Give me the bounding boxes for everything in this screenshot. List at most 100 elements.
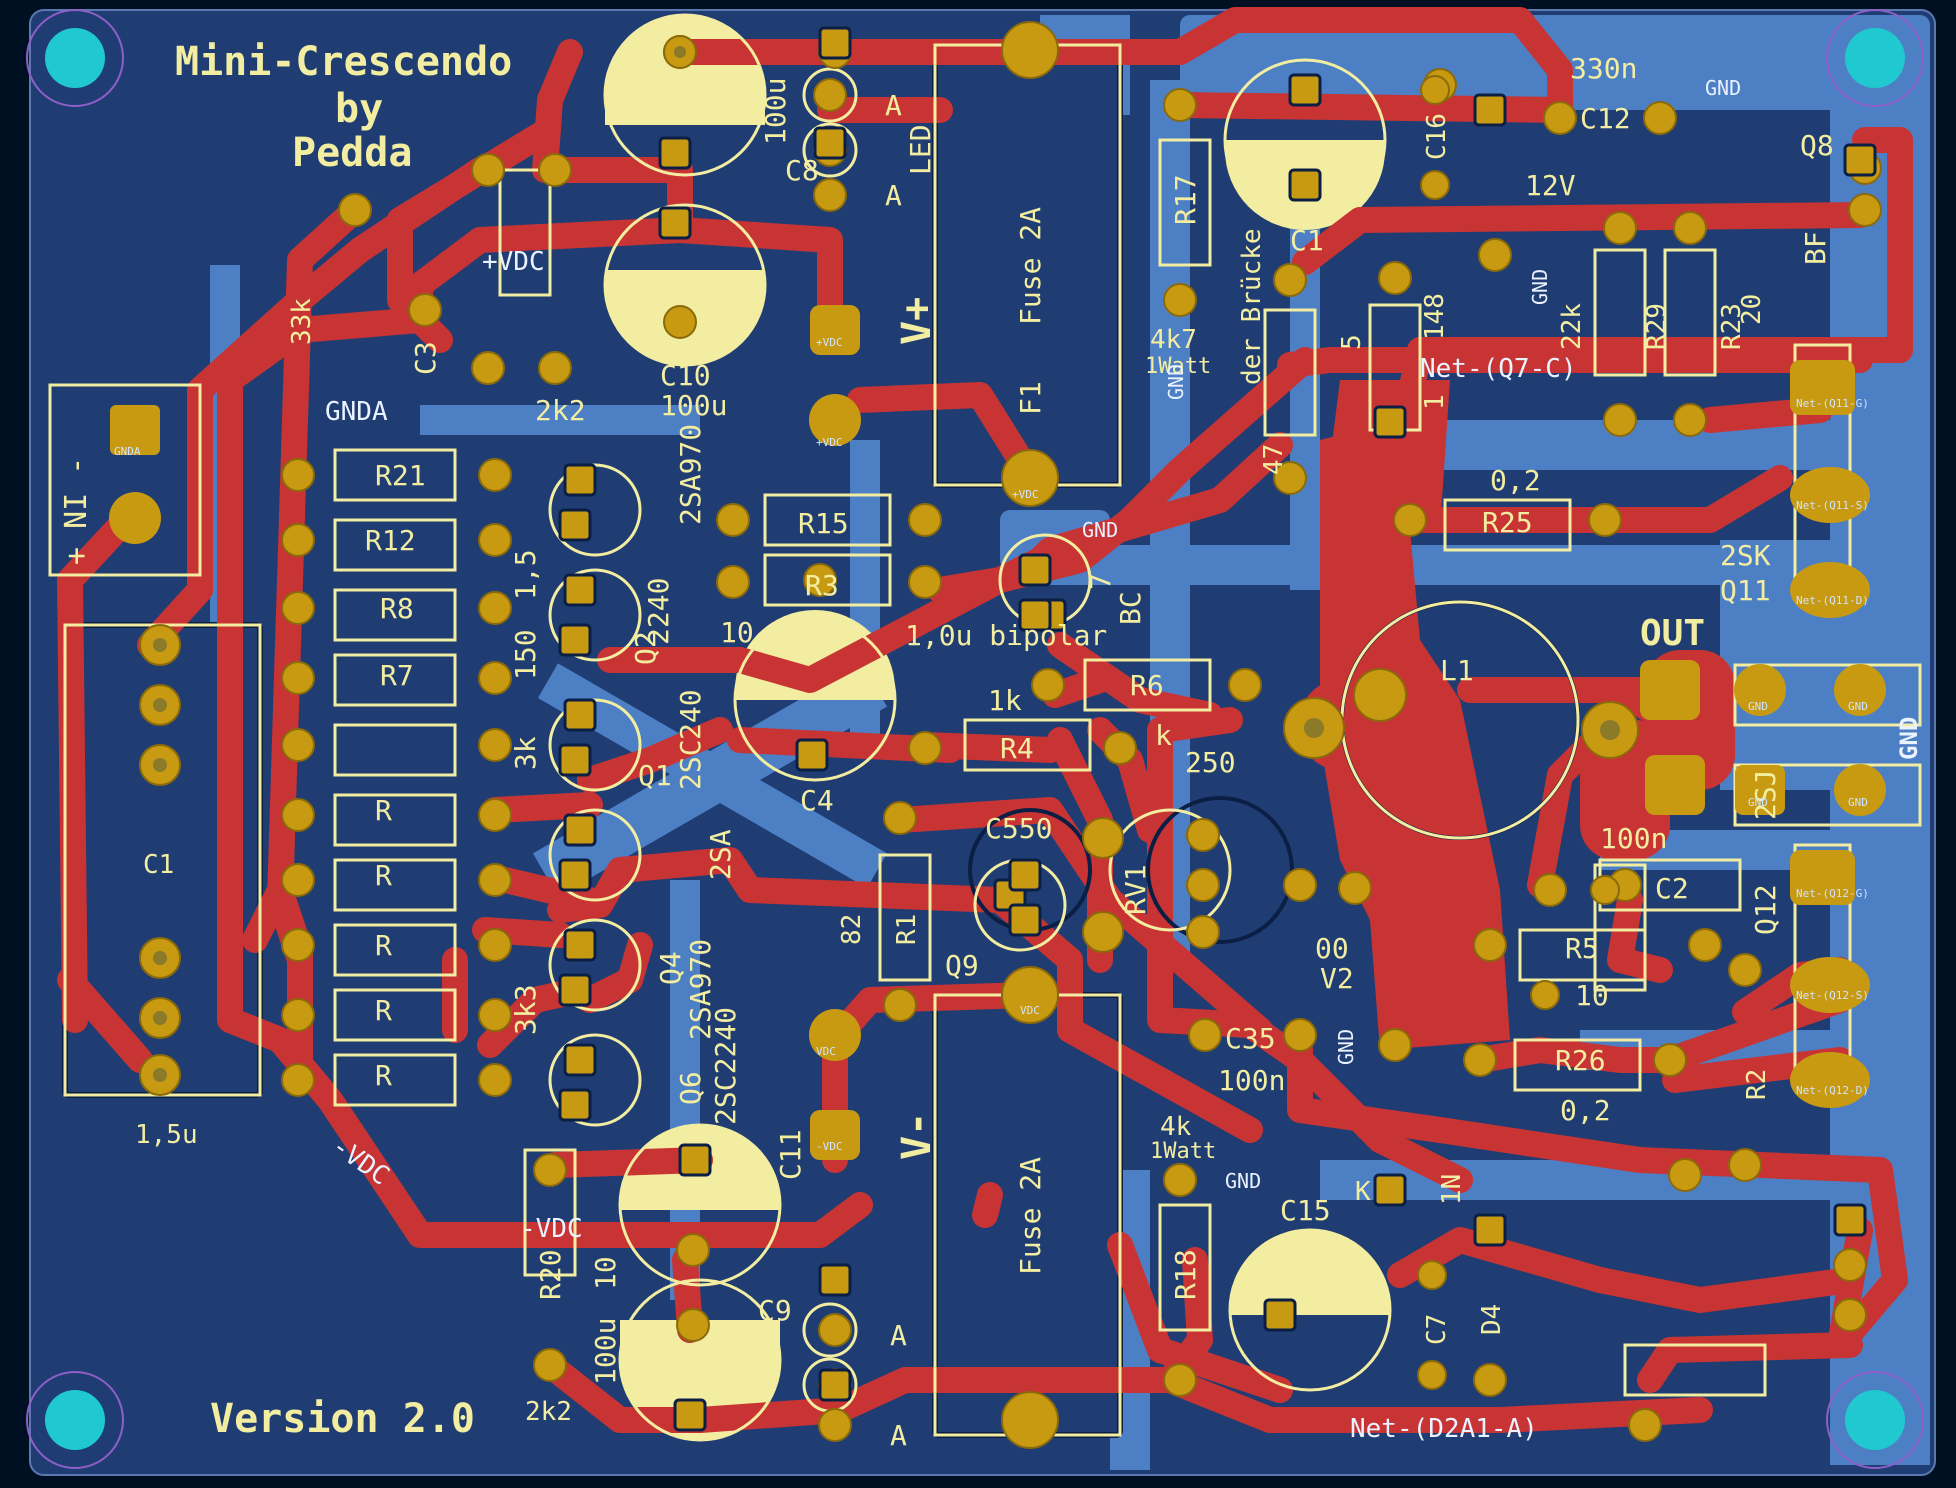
r3-label: R3 [805,569,839,602]
v12-label: 12V [1525,169,1576,202]
c16-label: C16 [1422,113,1452,160]
pad-vdc-plus-2: +VDC [816,436,843,449]
r-partial-4: R [375,1059,392,1092]
r20-2k2-label: 2k2 [525,1397,572,1427]
pad-gnda: GNDA [114,445,141,458]
net-gnd-label-6: GND [1334,1029,1358,1065]
q2-type: 2240 [642,578,675,645]
r4-label: R4 [1000,732,1034,765]
r21-label: R21 [375,459,426,492]
c7-label: C7 [1422,1314,1452,1345]
pad-vdc-minus: -VDC [816,1140,843,1153]
c1x-label: C1 [1290,224,1324,257]
pad-gnd-3: GND [1748,796,1768,809]
r-partial-3: R [375,994,392,1027]
r-3k3-label: 3k3 [509,984,542,1035]
net-d2a1-label: Net-(D2A1-A) [1350,1414,1538,1444]
r18-watt: 1Watt [1150,1139,1216,1164]
pad-net-text: GNDA +VDC +VDC +VDC VDC -VDC VDC GND GND… [114,336,1869,1153]
v5-label: 5 [1337,334,1367,350]
v250-label: 250 [1185,746,1236,779]
pad-gnd-2: GND [1848,700,1868,713]
pad-q11d: Net-(Q11-D) [1796,594,1869,607]
title-line2: by [335,86,383,132]
net-gnd-label-4: GND [1895,717,1923,760]
l1-label: L1 [1440,654,1474,687]
r-33k-label: 33k [287,298,317,345]
q6-type: 2SC2240 [709,1007,742,1125]
r26-label: R26 [1555,1044,1606,1077]
bc-label: BC [1114,591,1147,625]
out-label: OUT [1640,613,1705,654]
r5-label: R5 [1565,932,1599,965]
q1-prefix: 2SC [674,739,707,790]
pad-gnd-4: GND [1848,796,1868,809]
c2-label: C2 [1655,872,1689,905]
d4-label: D4 [1477,1304,1507,1335]
fuse1-label: Fuse 2A [1014,207,1047,325]
r17-watt: 1Watt [1145,354,1211,379]
pad-q11s: Net-(Q11-S) [1796,499,1869,512]
c11-label: C11 [774,1129,807,1180]
r82-label: 82 [837,914,867,945]
c1-label: C1 [143,850,174,880]
q11-label: Q11 [1720,574,1771,607]
net-minus-vdc-label: -VDC [520,1214,583,1244]
r8-label: R8 [380,592,414,625]
pad-q12g: Net-(Q12-G) [1796,887,1869,900]
pad-q11g: Net-(Q11-G) [1796,397,1869,410]
q6-label: Q6 [674,1071,707,1105]
pad-vdc-1: VDC [816,1045,836,1058]
r-2k2-label: 2k2 [535,394,586,427]
r15-label: R15 [798,507,849,540]
v00-label: 00 [1315,932,1349,965]
c12-label: C12 [1580,102,1631,135]
q9-label: Q9 [945,949,979,982]
vminus-label: V- [894,1112,940,1160]
c1-value: 1,5u [135,1120,198,1150]
v47-label: 47 [1259,444,1289,475]
net-gnd-label-2: GND [1082,518,1118,542]
r6-label: R6 [1130,669,1164,702]
net-gnda-label: GNDA [325,397,388,427]
pad-vdc-plus-3: +VDC [1012,488,1039,501]
version-label: Version 2.0 [210,1396,475,1442]
c8-value: 100u [759,78,792,145]
c9-value: 100u [589,1318,622,1385]
vplus-label: V+ [894,297,940,345]
f1-label: F1 [1014,381,1047,415]
r1-label: R1 [892,914,922,945]
silkscreen-text: Mini-Crescendo by Pedda Version 2.0 C1 1… [59,39,1834,1452]
r4-value: 1k [988,684,1022,717]
q1-type: 2SA970 [674,424,707,525]
r-partial-5: R [375,859,392,892]
k-label: K [1355,1177,1371,1207]
pad-q12d: Net-(Q12-D) [1796,1084,1869,1097]
c35-value: 100n [1218,1064,1285,1097]
r22k-label: 22k [1557,303,1587,350]
a-label-1: A [885,89,902,122]
r-1-5-label: 1,5 [509,549,542,600]
r-150-label: 150 [509,629,542,680]
r3-value: 10 [720,616,754,649]
c9-label: C9 [758,1294,792,1327]
r20-value: 10 [589,1256,622,1290]
c4-label: C4 [800,784,834,817]
r-3k-label: 3k [509,736,542,770]
r-partial-2: R [375,929,392,962]
r-k-label: k [1155,719,1172,752]
c10-label: C10 [660,359,711,392]
r20-label: R20 [534,1249,567,1300]
net-gnd-label-7: GND [1164,364,1188,400]
a-label-2: A [885,179,902,212]
led-label: LED [904,124,937,175]
r18-label: R18 [1169,1249,1202,1300]
c550-label: C550 [985,812,1052,845]
r5-value: 10 [1575,979,1609,1012]
q4-type: 2SA970 [684,939,717,1040]
q4-label: Q4 [654,951,687,985]
net-gnd-label-1: GND [1705,76,1741,100]
net-labels: +VDC -VDC -VDC Net-(Q7-C) Net-(D2A1-A) G… [325,76,1923,1444]
mounting-holes [26,9,1924,1469]
